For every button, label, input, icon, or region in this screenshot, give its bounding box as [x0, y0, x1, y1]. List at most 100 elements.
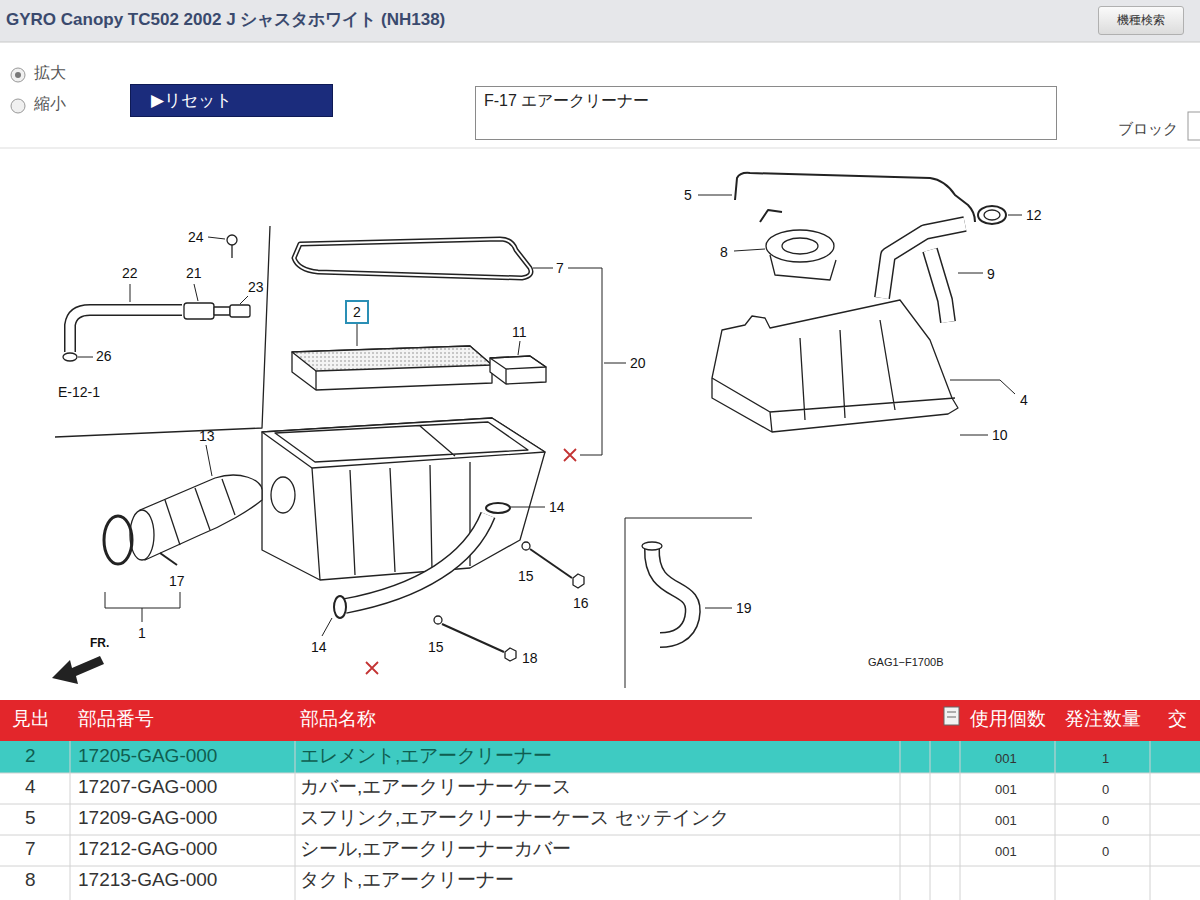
- grid-lines: [0, 835, 1200, 836]
- element-2-face: [292, 346, 492, 371]
- callout-number: 22: [122, 265, 138, 281]
- cross-mark: [366, 662, 378, 674]
- inset-border: [55, 226, 270, 437]
- callout-number: 8: [720, 244, 728, 260]
- table-header-cell: 部品名称: [300, 708, 376, 730]
- washer-15-lower: [434, 616, 442, 624]
- band-rule: [0, 42, 1200, 43]
- box-text: 2: [353, 304, 361, 320]
- box-text: 機種検索: [1117, 12, 1165, 29]
- case-port: [271, 477, 295, 513]
- parts-table-grid: [0, 700, 1200, 900]
- radio-label: 拡大: [34, 64, 66, 82]
- table-header-cell: 部品番号: [78, 708, 154, 730]
- callout-number: 12: [1026, 207, 1042, 223]
- front-arrow: [52, 656, 104, 684]
- leader-14: [322, 507, 545, 636]
- leader-lines: [78, 237, 248, 357]
- grid-lines: [0, 866, 1200, 867]
- table-cell: 17205-GAG-000: [78, 745, 217, 767]
- table-cell: 1: [1102, 752, 1109, 767]
- grid-lines: [70, 741, 71, 900]
- table-cell: 0: [1102, 814, 1109, 829]
- case-ribs: [350, 462, 470, 575]
- case-body: [262, 418, 545, 580]
- callout-number: 4: [1020, 392, 1028, 408]
- table-cell: 4: [25, 776, 36, 798]
- hose-19: [652, 548, 693, 640]
- duct-9-outline: [882, 224, 965, 298]
- cover-4-detail: [712, 320, 955, 432]
- radio-label: 縮小: [34, 95, 66, 113]
- callout-number: 26: [96, 348, 112, 364]
- table-icon-line: [947, 712, 956, 713]
- case-rim: [262, 418, 545, 468]
- callout-number: 13: [199, 428, 215, 444]
- seal-7-outline: [294, 239, 531, 278]
- bolt-15: [530, 549, 572, 578]
- cross-mark: [564, 449, 576, 461]
- clamp-14: [334, 596, 346, 618]
- screw-24-shaft: [231, 245, 232, 258]
- callout-number: 16: [573, 595, 589, 611]
- table-cell: 0: [1102, 783, 1109, 798]
- nut-18: [505, 648, 516, 661]
- table-cell: 17213-GAG-000: [78, 869, 217, 891]
- nut-16: [573, 574, 584, 588]
- grid-lines: [0, 741, 1200, 900]
- radio-empty: [11, 99, 25, 113]
- callout-box: 2: [345, 300, 369, 324]
- duct-9: [882, 224, 965, 298]
- table-cell: 17207-GAG-000: [78, 776, 217, 798]
- callout-number: 5: [684, 187, 692, 203]
- cap-23: [230, 305, 250, 317]
- area-rule: [0, 148, 1200, 149]
- search-button: 機種検索: [1098, 6, 1184, 35]
- spring-5: [735, 173, 975, 222]
- foam-11-face: [490, 356, 546, 384]
- leader-19: [705, 608, 732, 609]
- table-cell: 17209-GAG-000: [78, 807, 217, 829]
- callout-number: 20: [630, 355, 646, 371]
- table-header-cell: 発注数量: [1065, 708, 1141, 730]
- table-cell: 8: [25, 869, 36, 891]
- bracket-20: [533, 268, 626, 455]
- field-label: ブロック: [1118, 120, 1178, 137]
- box-text: F-17 エアークリーナー: [484, 91, 649, 112]
- top-band: [0, 0, 1200, 42]
- table-header-cell: 見出: [12, 708, 50, 730]
- tube: [345, 515, 488, 606]
- table-cell: スフリンク,エアークリーナーケース セッテインク: [300, 807, 729, 829]
- bolt-18: [442, 624, 504, 652]
- callout-number: 11: [512, 324, 527, 340]
- clamp-1: [104, 516, 132, 564]
- case-rim-inner: [275, 422, 528, 580]
- table-header-bar: [0, 700, 1200, 741]
- callout-number: 24: [188, 229, 204, 245]
- callout-number: 14: [549, 499, 565, 515]
- grid-lines: [900, 741, 901, 900]
- reset-button: ▶リセット: [130, 84, 333, 117]
- table-cell: 001: [995, 845, 1017, 860]
- callout-number: 15: [428, 639, 444, 655]
- table-cell: 7: [25, 838, 36, 860]
- callout-number: 14: [311, 639, 327, 655]
- element-2: [292, 346, 492, 390]
- callout-number: 10: [992, 427, 1008, 443]
- table-header-cell: 使用個数: [970, 708, 1046, 730]
- table-cell: カバー,エアークリーナーケース: [300, 776, 571, 798]
- table-cell: タクト,エアークリーナー: [300, 869, 514, 891]
- grommet-12-inner: [984, 210, 1000, 220]
- duct-9-branch-outline: [930, 250, 948, 322]
- table-cell: 001: [995, 752, 1017, 767]
- ring-8-base: [770, 255, 836, 280]
- hose-22: [70, 310, 182, 352]
- callout-number: 17: [169, 573, 185, 589]
- table-cell: 5: [25, 807, 36, 829]
- exploded-view: [52, 173, 1022, 688]
- hose-19-outline: [652, 548, 693, 640]
- duct-mouth: [130, 510, 154, 560]
- screw-24-head: [227, 235, 237, 245]
- callout-number: 15: [518, 568, 534, 584]
- leader-lines-right: [698, 195, 1022, 435]
